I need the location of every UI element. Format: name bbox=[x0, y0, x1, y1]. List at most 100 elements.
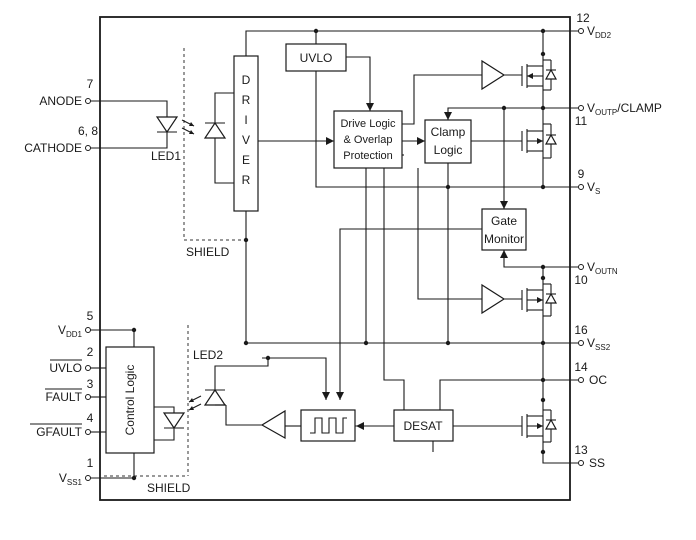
svg-text:VDD2: VDD2 bbox=[587, 24, 612, 40]
pin-number: 11 bbox=[575, 114, 588, 128]
pin-label: GFAULT bbox=[36, 425, 82, 439]
svg-text:Clamp: Clamp bbox=[431, 125, 466, 139]
gate-monitor-block: Gate Monitor bbox=[481, 208, 527, 251]
driver-letter: R bbox=[242, 93, 251, 107]
led2-icon bbox=[162, 395, 202, 430]
pin-oc: 14 OC bbox=[574, 360, 607, 387]
pin-uvlo: 2 UVLO bbox=[49, 345, 93, 375]
driver-letter: D bbox=[242, 73, 251, 87]
pin-number: 14 bbox=[574, 360, 588, 374]
pin-label: V bbox=[587, 336, 595, 350]
pin-number: 3 bbox=[87, 377, 94, 391]
svg-text:UVLO: UVLO bbox=[300, 51, 333, 65]
pin-number: 6, 8 bbox=[78, 124, 98, 138]
pin-label: SS bbox=[589, 456, 605, 470]
shield-top bbox=[183, 48, 248, 241]
desat-block: DESAT bbox=[393, 409, 454, 442]
pin-suffix: /CLAMP bbox=[617, 101, 662, 115]
pin-number: 12 bbox=[576, 11, 590, 25]
pin-fault: 3 FAULT bbox=[45, 377, 94, 404]
pin-label: V bbox=[587, 101, 595, 115]
clamp-logic-block: Clamp Logic bbox=[424, 119, 472, 164]
pin-label: V bbox=[587, 180, 595, 194]
mosfet-low-side-icon bbox=[521, 278, 558, 322]
pin-sub: DD1 bbox=[66, 330, 83, 339]
pin-cathode: 6, 8 CATHODE bbox=[24, 124, 98, 155]
pin-voutn: 10 VOUTN bbox=[574, 260, 618, 287]
svg-text:DESAT: DESAT bbox=[403, 419, 443, 433]
pin-voutp: 11 VOUTP/CLAMP bbox=[575, 101, 662, 128]
mosfet-ss-icon bbox=[521, 400, 558, 452]
pin-label: FAULT bbox=[46, 390, 83, 404]
driver-letter: E bbox=[242, 153, 250, 167]
control-logic-block: Control Logic bbox=[105, 346, 155, 454]
pin-number: 1 bbox=[87, 456, 94, 470]
svg-text:Drive Logic: Drive Logic bbox=[340, 118, 396, 130]
pin-vss1: 1 VSS1 bbox=[59, 456, 94, 487]
pin-number: 7 bbox=[87, 77, 94, 91]
pin-number: 2 bbox=[87, 345, 94, 359]
driver-letter: R bbox=[242, 173, 251, 187]
chip-outline bbox=[99, 16, 571, 501]
pin-label: V bbox=[58, 323, 66, 337]
uvlo-block: UVLO bbox=[285, 43, 347, 72]
pin-vdd2: 12 VDD2 bbox=[576, 11, 611, 40]
led1-icon bbox=[155, 116, 195, 135]
pin-sub: DD2 bbox=[595, 31, 612, 40]
led2-label: LED2 bbox=[193, 348, 223, 362]
pin-number: 5 bbox=[87, 309, 94, 323]
led1-label: LED1 bbox=[151, 149, 181, 163]
pin-gfault: 4 GFAULT bbox=[30, 411, 94, 439]
svg-text:Monitor: Monitor bbox=[484, 232, 524, 246]
pin-sub: OUTN bbox=[595, 267, 618, 276]
wires bbox=[90, 30, 578, 479]
shield-bottom-label: SHIELD bbox=[147, 481, 191, 495]
buffer-high-side bbox=[481, 59, 506, 91]
pin-number: 16 bbox=[574, 323, 588, 337]
driver-block: D R I V E R bbox=[233, 55, 259, 212]
pin-label: V bbox=[59, 471, 67, 485]
pin-anode: 7 ANODE bbox=[39, 77, 93, 108]
buffer-led2 bbox=[260, 409, 286, 440]
pin-number: 9 bbox=[578, 167, 585, 181]
svg-text:VOUTP/CLAMP: VOUTP/CLAMP bbox=[587, 101, 662, 117]
pin-label: UVLO bbox=[49, 361, 82, 375]
svg-text:Protection: Protection bbox=[343, 150, 393, 162]
svg-text:& Overlap: & Overlap bbox=[344, 134, 393, 146]
pin-label: OC bbox=[589, 373, 607, 387]
pin-sub: SS2 bbox=[595, 343, 611, 352]
shield-bottom bbox=[104, 325, 189, 477]
driver-letter: I bbox=[244, 113, 247, 127]
pin-sub: OUTP bbox=[595, 108, 617, 117]
pin-vs: 9 VS bbox=[578, 167, 601, 196]
pin-ss: 13 SS bbox=[574, 443, 605, 470]
svg-text:Control Logic: Control Logic bbox=[123, 365, 137, 436]
junction-dots bbox=[131, 28, 546, 481]
driver-letter: V bbox=[242, 133, 250, 147]
mosfet-clamp-icon bbox=[521, 118, 558, 168]
svg-text:VSS1: VSS1 bbox=[59, 471, 83, 487]
photodiode2-icon bbox=[203, 388, 227, 406]
svg-text:VOUTN: VOUTN bbox=[587, 260, 618, 276]
pin-label: CATHODE bbox=[24, 141, 82, 155]
pin-label: ANODE bbox=[39, 94, 82, 108]
pin-vss2: 16 VSS2 bbox=[574, 323, 610, 352]
pin-vdd1: 5 VDD1 bbox=[58, 309, 94, 339]
drive-logic-block: Drive Logic & Overlap Protection bbox=[333, 110, 403, 169]
shield-top-label: SHIELD bbox=[186, 245, 230, 259]
pin-sub: SS1 bbox=[67, 478, 83, 487]
pin-number: 10 bbox=[574, 273, 588, 287]
svg-text:VDD1: VDD1 bbox=[58, 323, 83, 339]
pulse-filter-block bbox=[300, 409, 356, 442]
svg-text:VSS2: VSS2 bbox=[587, 336, 611, 352]
svg-text:Logic: Logic bbox=[434, 143, 463, 157]
pin-number: 4 bbox=[87, 411, 94, 425]
pin-label: V bbox=[587, 24, 595, 38]
pin-sub: S bbox=[595, 187, 600, 196]
svg-text:Gate: Gate bbox=[491, 214, 517, 228]
pin-label: V bbox=[587, 260, 595, 274]
photodiode1-icon bbox=[203, 121, 227, 139]
svg-text:VS: VS bbox=[587, 180, 600, 196]
mosfet-high-side-icon bbox=[521, 54, 558, 98]
